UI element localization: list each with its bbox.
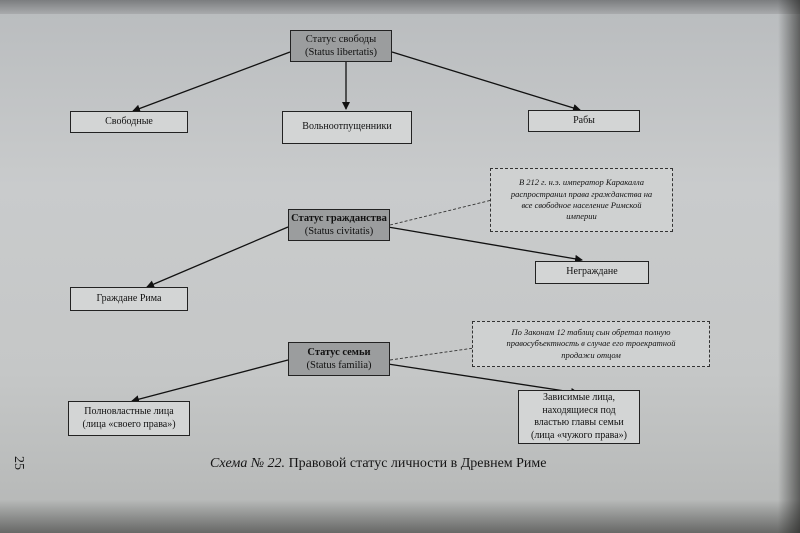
negrazhdane-label: Неграждане bbox=[566, 266, 618, 278]
note-caracalla-line3: все свободное население Римской bbox=[521, 200, 642, 210]
zavisimye-box: Зависимые лица, находящиеся под властью … bbox=[518, 390, 640, 444]
status-familiae-line2: (Status familia) bbox=[306, 360, 372, 371]
note-12-tables-line2: правосубъектность в случае его троекратн… bbox=[506, 338, 676, 349]
status-libertatis-line1: Статус свободы bbox=[305, 33, 377, 45]
grazhdane-rima-box: Граждане Рима bbox=[70, 287, 188, 311]
page-bottom-shadow bbox=[0, 500, 800, 533]
note-caracalla: В 212 г. н.э. император Каракалла распро… bbox=[490, 168, 673, 232]
svobodnye-box: Свободные bbox=[70, 111, 188, 133]
arrow-to-svobodnye bbox=[132, 51, 291, 113]
zavisimye-line1: Зависимые лица, bbox=[543, 392, 615, 403]
raby-box: Рабы bbox=[528, 110, 640, 132]
note-12-tables-line1: По Законам 12 таблиц сын обретал полную bbox=[511, 326, 671, 337]
arrow-to-negrazhdane bbox=[387, 226, 583, 263]
status-civitatis-line2: (Status civitatis) bbox=[304, 226, 374, 237]
caption-scheme-number: Схема № 22. bbox=[210, 456, 286, 471]
note-caracalla-line1: В 212 г. н.э. император Каракалла bbox=[518, 177, 645, 188]
status-libertatis-line2: (Status libertatis) bbox=[304, 47, 378, 58]
polnovlastnye-box: Полновластные лица (лица «своего права») bbox=[68, 401, 190, 436]
status-libertatis-box: Статус свободы (Status libertatis) bbox=[290, 30, 392, 62]
status-familiae-line1: Статус семьи bbox=[307, 346, 371, 358]
note-caracalla-line2: распространил права гражданства на bbox=[510, 188, 653, 199]
zavisimye-line3: властью главы семьи bbox=[534, 417, 624, 428]
note-connector-caracalla bbox=[389, 199, 493, 226]
note-caracalla-line4: империи bbox=[566, 211, 597, 222]
volnootpushchenniki-label: Вольноотпущенники bbox=[302, 121, 392, 133]
raby-label: Рабы bbox=[573, 114, 595, 126]
page-number: 25 bbox=[11, 456, 26, 470]
page-right-edge bbox=[778, 0, 800, 533]
arrow-to-raby bbox=[391, 51, 581, 112]
figure-caption: Схема № 22. Правовой статус личности в Д… bbox=[210, 456, 590, 472]
arrow-to-zavisimye bbox=[387, 363, 579, 396]
note-12-tables: По Законам 12 таблиц сын обретал полную … bbox=[472, 321, 710, 367]
note-connector-12-tables bbox=[389, 347, 475, 361]
caption-title: Правовой статус личности в Древнем Риме bbox=[288, 456, 547, 471]
polnovlastnye-line1: Полновластные лица bbox=[84, 406, 174, 417]
zavisimye-line4: (лица «чужого права») bbox=[530, 429, 628, 441]
arrow-to-grazhdane bbox=[146, 226, 289, 288]
note-12-tables-line3: продажи отцом bbox=[561, 349, 621, 360]
arrow-to-polnovlastnye bbox=[131, 359, 289, 404]
status-civitatis-box: Статус гражданства (Status civitatis) bbox=[288, 209, 390, 241]
page-top-edge bbox=[0, 0, 800, 14]
polnovlastnye-line2: (лица «своего права») bbox=[82, 418, 176, 430]
status-civitatis-line1: Статус гражданства bbox=[291, 212, 387, 224]
volnootpushchenniki-box: Вольноотпущенники bbox=[282, 111, 412, 144]
status-familiae-box: Статус семьи (Status familia) bbox=[288, 342, 390, 376]
zavisimye-line2: находящиеся под bbox=[542, 404, 616, 416]
grazhdane-rima-label: Граждане Рима bbox=[96, 292, 162, 304]
svobodnye-label: Свободные bbox=[105, 115, 153, 127]
negrazhdane-box: Неграждане bbox=[535, 261, 649, 284]
